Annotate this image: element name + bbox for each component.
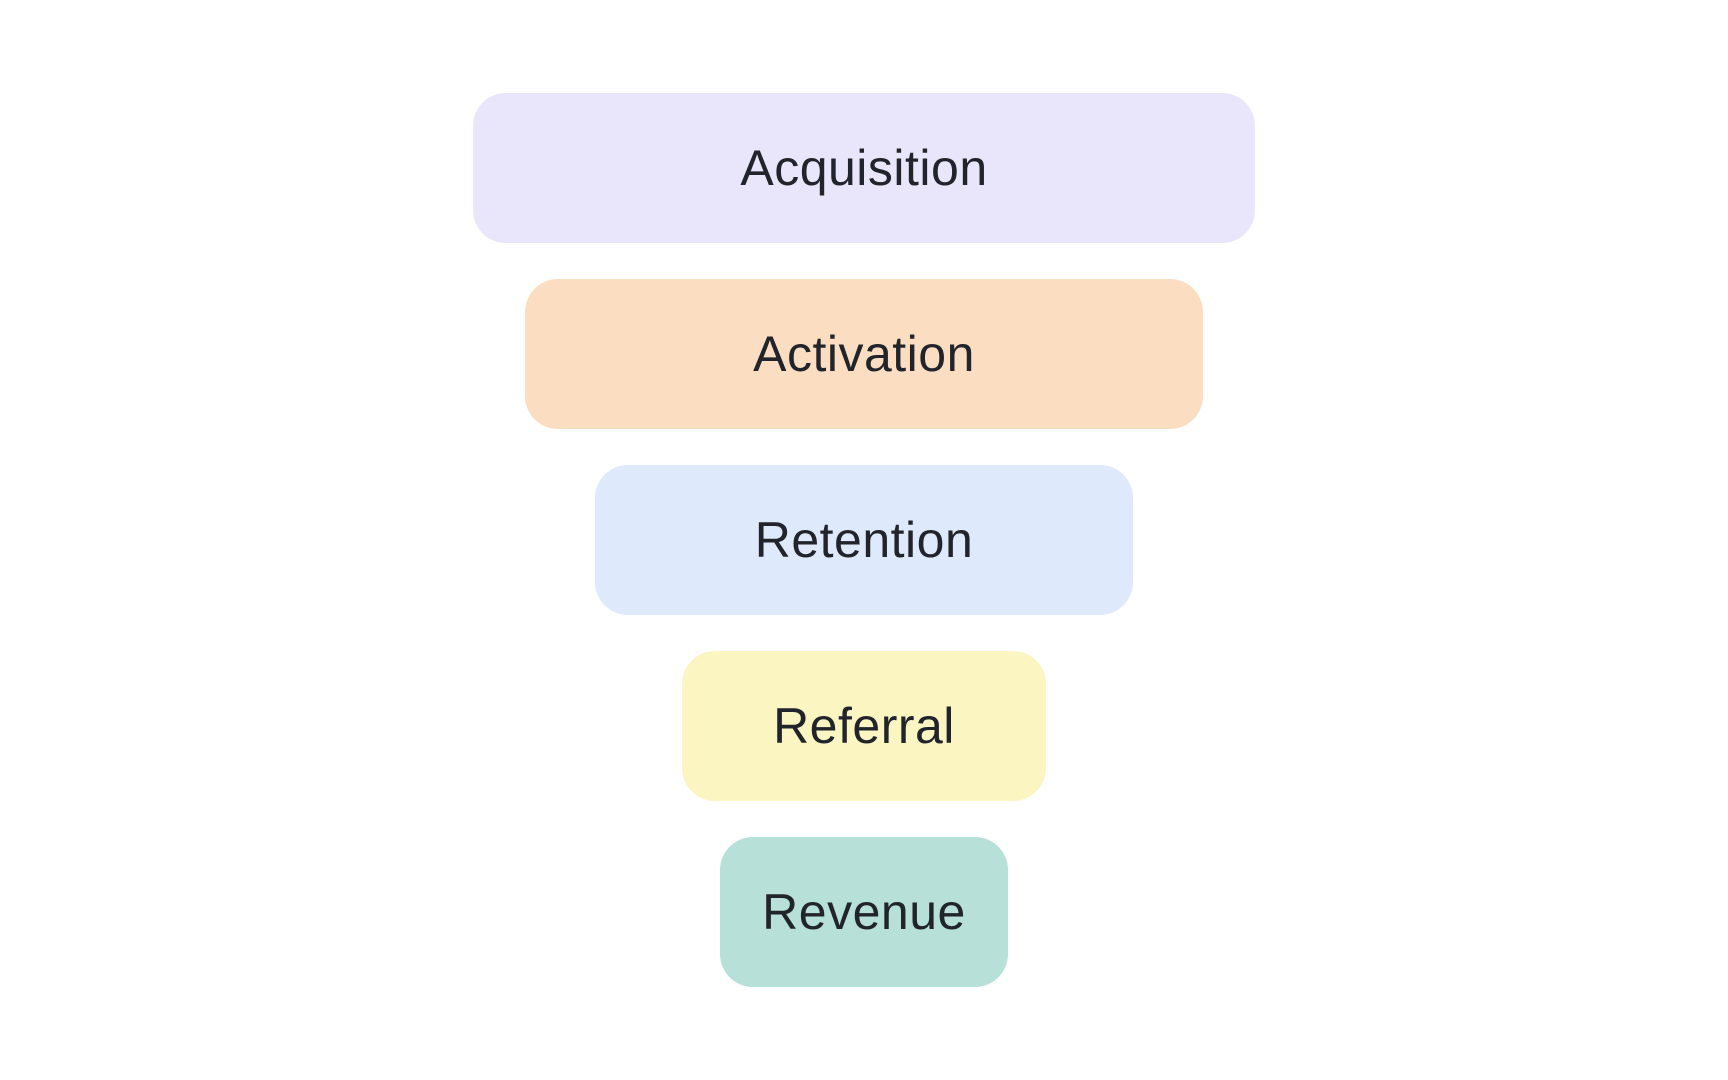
funnel-stage-label: Acquisition — [740, 140, 988, 196]
funnel-stage-label: Referral — [773, 698, 955, 754]
funnel-stage-acquisition: Acquisition — [473, 93, 1255, 243]
funnel-stage-retention: Retention — [595, 465, 1133, 615]
funnel-stage-activation: Activation — [525, 279, 1203, 429]
funnel-stage-label: Revenue — [762, 884, 966, 940]
funnel-stage-revenue: Revenue — [720, 837, 1008, 987]
funnel-stage-label: Activation — [753, 326, 975, 382]
funnel-stage-referral: Referral — [682, 651, 1046, 801]
funnel-stage-label: Retention — [754, 512, 974, 568]
